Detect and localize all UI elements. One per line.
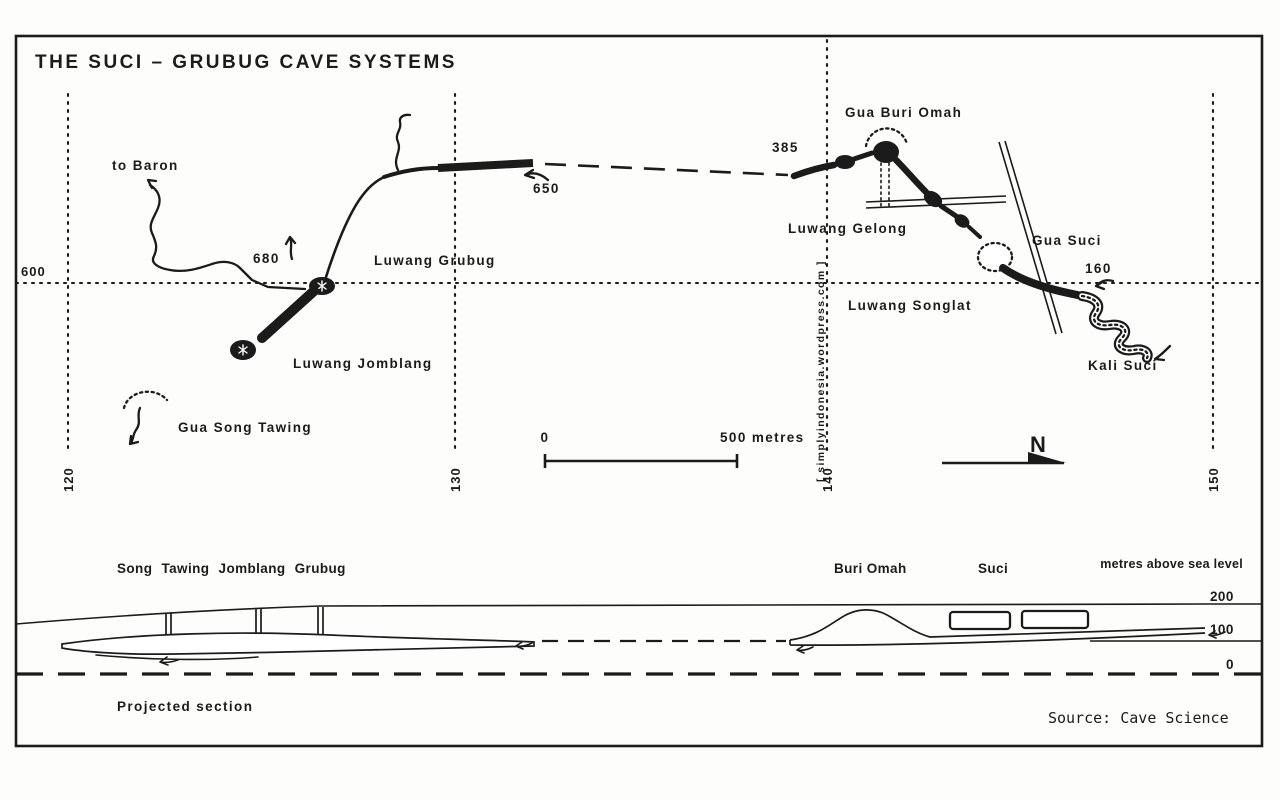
- label-kali-suci: Kali Suci: [1088, 358, 1158, 373]
- gridline-120-label: 120: [61, 467, 76, 492]
- passage-segment: [967, 225, 982, 239]
- jomblang-shaft: [255, 609, 262, 633]
- source-credit: Source: Cave Science: [1048, 709, 1229, 727]
- entrance-star-icon: [238, 344, 248, 356]
- projected-section: Song Tawing Jomblang Grubug Buri Omah Su…: [15, 557, 1262, 714]
- north-label: N: [1030, 432, 1047, 457]
- song-tawing-dotted-arc: [122, 390, 169, 410]
- plan-labels: to Baron 650 680 Luwang Grubug Luwang Jo…: [112, 105, 1158, 435]
- elevation-axis-caption: metres above sea level: [1100, 557, 1243, 571]
- passage-grubug-north: [324, 175, 386, 279]
- flow-arrow-icon: [1153, 344, 1172, 362]
- coordinate-grid: 600 120 130 140 150: [14, 38, 1264, 492]
- to-baron-passage: [148, 183, 307, 291]
- elevation-100-label: 100: [1210, 622, 1234, 637]
- passage-segment: [892, 156, 930, 196]
- passage-segment: [938, 203, 959, 219]
- section-right-passage-top: [789, 609, 1206, 641]
- gridline-600-label: 600: [21, 264, 46, 279]
- label-to-baron: to Baron: [112, 158, 179, 173]
- section-right-passage-bottom: [789, 632, 1206, 646]
- label-gua-suci: Gua Suci: [1032, 233, 1102, 248]
- flow-arrow-icon: [515, 641, 533, 650]
- passage-thick-west: [437, 159, 534, 172]
- map-title: THE SUCI – GRUBUG CAVE SYSTEMS: [35, 52, 457, 73]
- suci-chamber-box: [1020, 609, 1090, 630]
- passage-segment: [851, 150, 875, 162]
- watermark-text: [ simplyindonesia.wordpress.com ]: [815, 260, 827, 482]
- label-680: 680: [253, 251, 280, 266]
- road-line-diagonal: [1004, 140, 1063, 334]
- grubug-shaft: [317, 607, 324, 635]
- road-line: [865, 195, 1007, 203]
- label-160: 160: [1085, 261, 1112, 276]
- shaft-680-arrow-icon: [284, 235, 297, 261]
- elevation-0-label: 0: [1226, 657, 1234, 672]
- surface-gully-squiggle: [394, 113, 412, 172]
- label-luwang-jomblang: Luwang Jomblang: [293, 356, 433, 371]
- road-line: [865, 201, 1007, 209]
- north-arrow: N: [942, 432, 1066, 465]
- plan-cave-drawing: [122, 113, 1172, 446]
- north-arrow-head-icon: [1028, 452, 1066, 463]
- flow-arrow-icon: [1208, 630, 1226, 639]
- passage-blob: [835, 155, 855, 169]
- gridline-130-label: 130: [448, 467, 463, 492]
- scale-bar: 0 500 metres: [541, 430, 805, 468]
- scale-bar-zero-label: 0: [541, 430, 550, 445]
- passage-grubug-jomblang: [257, 286, 319, 343]
- passage-blob: [954, 214, 970, 228]
- elevation-200-label: 200: [1210, 589, 1234, 604]
- road-line-diagonal: [998, 141, 1057, 335]
- gridline-140-label: 140: [820, 467, 835, 492]
- buri-omah-dotted-crown: [864, 127, 909, 148]
- song-tawing-passage: [128, 406, 142, 446]
- passage-thickening: [382, 166, 440, 179]
- label-luwang-gelong: Luwang Gelong: [788, 221, 907, 236]
- passage-songlat-east: [999, 264, 1086, 300]
- section-buri-omah-label: Buri Omah: [834, 561, 907, 576]
- label-650: 650: [533, 181, 560, 196]
- passage-385-east: [790, 161, 838, 180]
- section-left-passage: [61, 632, 535, 656]
- song-tawing-shaft: [165, 613, 172, 634]
- flow-arrow-icon: [523, 168, 550, 182]
- label-luwang-songlat: Luwang Songlat: [848, 298, 972, 313]
- section-caption: Projected section: [117, 699, 253, 714]
- gua-buri-omah-chamber: [873, 141, 899, 163]
- flow-arrow-icon: [159, 656, 179, 666]
- kali-suci-meander-dots: [1080, 294, 1149, 360]
- scale-bar-end-label: 500 metres: [720, 430, 805, 445]
- label-gua-buri-omah: Gua Buri Omah: [845, 105, 962, 120]
- label-gua-song-tawing: Gua Song Tawing: [178, 420, 312, 435]
- section-suci-label: Suci: [978, 561, 1008, 576]
- suci-chamber-box: [948, 610, 1012, 631]
- luwang-songlat-chamber: [976, 241, 1014, 273]
- inferred-connection-dashed: [544, 162, 789, 177]
- flow-arrow-icon: [146, 178, 158, 190]
- section-lower-spur: [95, 654, 259, 661]
- flow-arrow-icon: [1094, 279, 1115, 291]
- flow-arrow-icon: [796, 645, 814, 654]
- gridline-150-label: 150: [1206, 467, 1221, 492]
- map-border: [14, 34, 1264, 748]
- section-left-group-label: Song Tawing Jomblang Grubug: [117, 561, 346, 576]
- label-385: 385: [772, 140, 799, 155]
- section-surface-line: [15, 603, 1262, 625]
- label-luwang-grubug: Luwang Grubug: [374, 253, 496, 268]
- entrance-star-icon: [317, 280, 327, 292]
